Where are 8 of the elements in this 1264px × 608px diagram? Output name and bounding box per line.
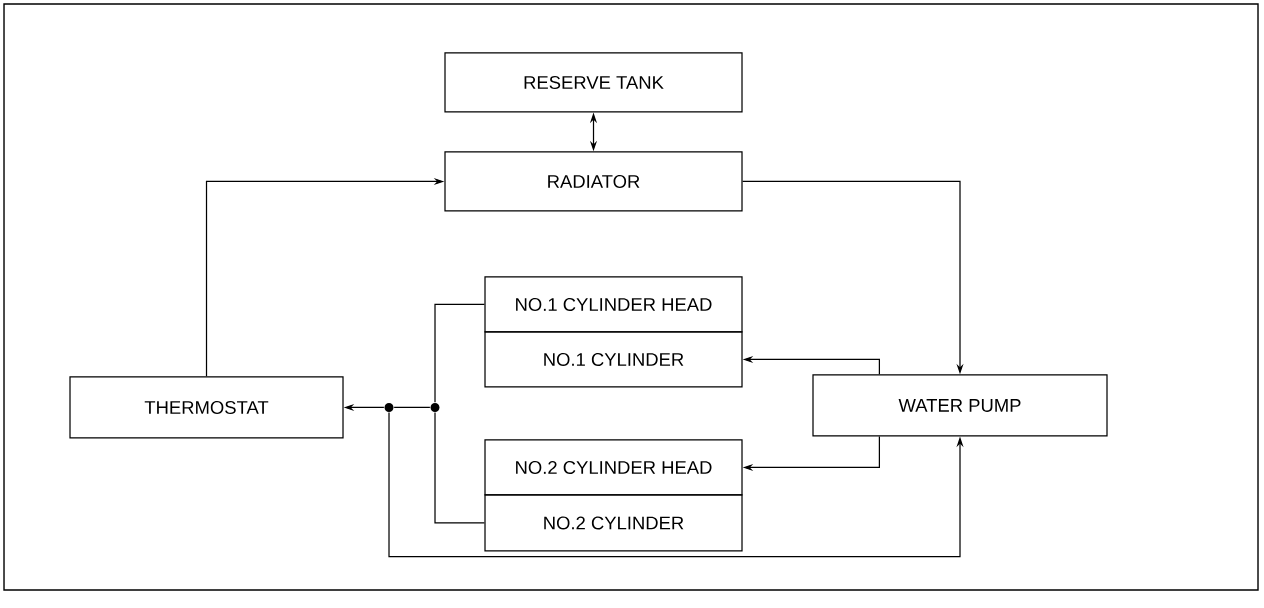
- tank-box: RESERVE TANK: [444, 52, 743, 113]
- cylinder-box: NO.2 CYLINDER: [484, 494, 743, 552]
- radiator-box: RADIATOR: [444, 151, 743, 212]
- pump-box: WATER PUMP: [812, 374, 1108, 437]
- cylinder-head-box: NO.2 CYLINDER HEAD: [484, 439, 743, 496]
- thermostat-box: THERMOSTAT: [69, 376, 344, 439]
- cylinder-box: NO.1 CYLINDER: [484, 331, 743, 388]
- cylinder-head-box: NO.1 CYLINDER HEAD: [484, 276, 743, 333]
